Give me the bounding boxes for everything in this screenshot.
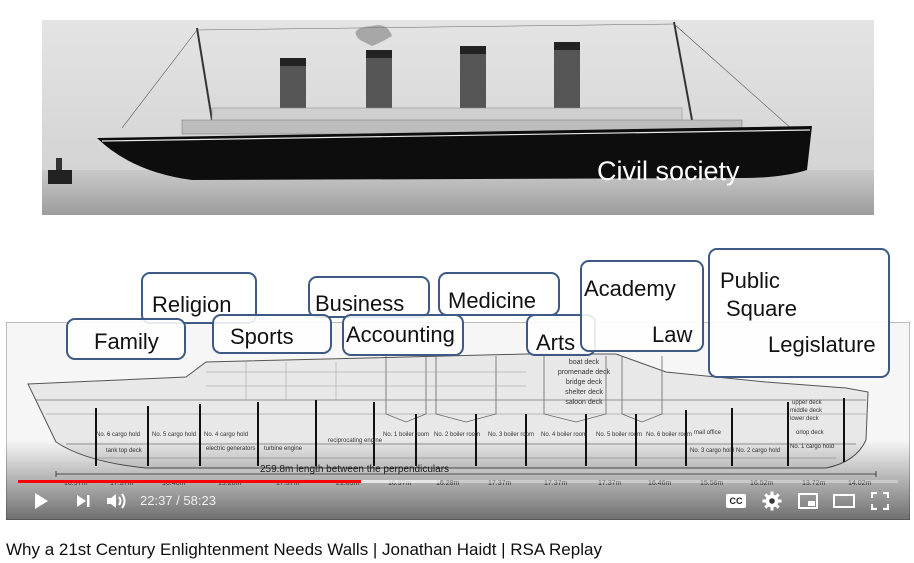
play-button[interactable]	[28, 488, 54, 514]
tag-medicine: Medicine	[438, 272, 560, 316]
tag-label: Academy	[584, 276, 676, 302]
compartment-label: No. 3 boiler room	[488, 432, 534, 438]
volume-icon	[106, 492, 128, 510]
tag-label: Public	[720, 268, 780, 294]
lower-label: upper deck	[792, 400, 822, 406]
captions-button[interactable]: CC	[722, 488, 750, 514]
tag-label: Sports	[230, 324, 294, 350]
tag-accounting: Accounting	[342, 314, 464, 356]
lower-label: middle deck	[790, 408, 822, 414]
tag-label: Accounting	[346, 322, 455, 348]
next-button[interactable]	[70, 488, 96, 514]
tag-label: Law	[652, 322, 692, 348]
compartment-label: turbine engine	[264, 446, 302, 452]
gear-icon	[762, 491, 782, 511]
lower-label: electric generators	[206, 446, 255, 452]
time-display: 22:37 / 58:23	[140, 493, 216, 508]
video-player[interactable]: Civil society	[6, 0, 910, 520]
theater-icon	[833, 494, 855, 508]
compartment-label: No. 5 boiler room	[596, 432, 642, 438]
length-label: 259.8m length between the perpendiculars	[260, 464, 449, 475]
lower-label: lower deck	[790, 416, 819, 422]
miniplayer-button[interactable]	[794, 488, 822, 514]
compartment-label: reciprocating engine	[328, 438, 382, 444]
tag-label: Legislature	[768, 332, 876, 358]
tag-sports: Sports	[212, 314, 332, 354]
lower-label: tank top deck	[106, 448, 142, 454]
compartment-label: No. 4 boiler room	[541, 432, 587, 438]
titanic-photo: Civil society	[42, 20, 874, 215]
captions-icon: CC	[726, 494, 746, 508]
compartment-label: mail office	[694, 430, 721, 436]
compartment-label: No. 3 cargo hold	[690, 448, 734, 454]
compartment-label: No. 6 boiler room	[646, 432, 692, 438]
tag-label: Square	[726, 296, 797, 322]
deck-label: boat deck	[554, 358, 614, 368]
compartment-label: No. 2 cargo hold	[736, 448, 780, 454]
tag-academy-law: Academy Law	[580, 260, 704, 352]
video-title: Why a 21st Century Enlightenment Needs W…	[6, 540, 602, 560]
tag-business: Business	[308, 276, 430, 318]
tag-label: Medicine	[448, 288, 536, 314]
settings-button[interactable]	[758, 488, 786, 514]
volume-button[interactable]	[104, 488, 130, 514]
tag-label: Family	[94, 329, 159, 355]
lower-label: orlop deck	[796, 430, 824, 436]
captions-label: CC	[730, 496, 743, 506]
compartment-label: No. 5 cargo hold	[152, 432, 196, 438]
photo-caption: Civil society	[597, 156, 740, 187]
tag-public-square-legislature: Public Square Legislature	[708, 248, 890, 378]
deck-label: bridge deck	[554, 378, 614, 388]
miniplayer-icon	[798, 493, 818, 509]
deck-label: saloon deck	[554, 398, 614, 408]
tag-family: Family	[66, 318, 186, 360]
progress-played	[18, 480, 361, 483]
next-icon	[75, 493, 91, 509]
deck-label: shelter deck	[554, 388, 614, 398]
theater-mode-button[interactable]	[830, 488, 858, 514]
time-current: 22:37	[140, 493, 173, 508]
tag-label: Arts	[536, 330, 575, 356]
compartment-label: No. 1 boiler room	[383, 432, 429, 438]
fullscreen-button[interactable]	[866, 488, 894, 514]
compartment-label: No. 4 cargo hold	[204, 432, 248, 438]
time-total: 58:23	[183, 493, 216, 508]
fullscreen-icon	[871, 492, 889, 510]
compartment-label: No. 1 cargo hold	[790, 444, 834, 450]
play-icon	[33, 492, 49, 510]
time-separator: /	[173, 493, 184, 508]
deck-label: promenade deck	[554, 368, 614, 378]
compartment-label: No. 2 boiler room	[434, 432, 480, 438]
compartment-label: No. 6 cargo hold	[96, 432, 140, 438]
progress-bar[interactable]	[18, 480, 898, 483]
